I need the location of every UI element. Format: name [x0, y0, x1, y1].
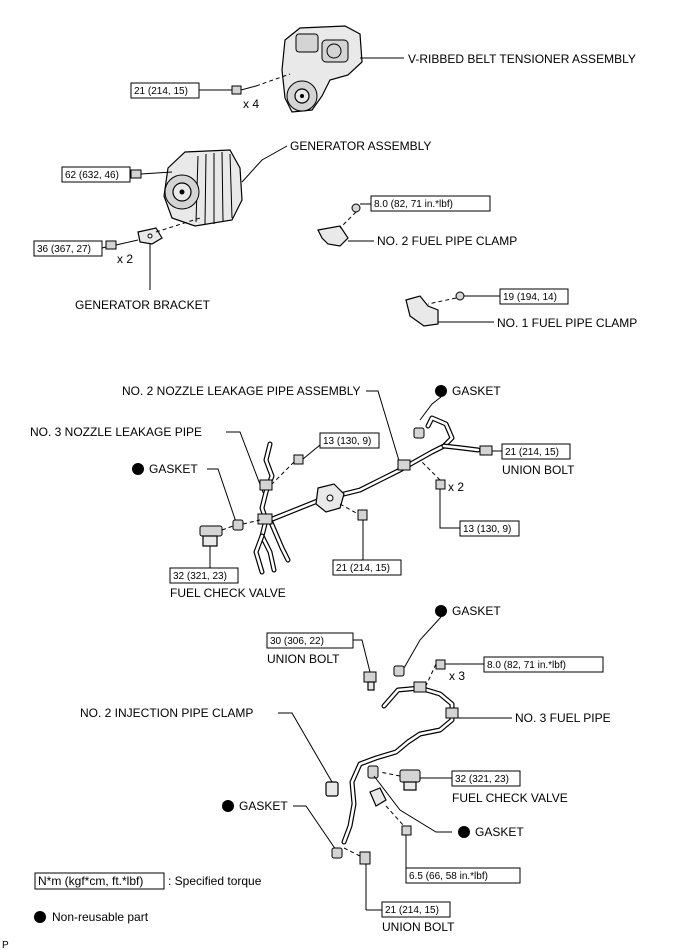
nonreusable-gasket-marker [222, 800, 234, 812]
leak-bolt-icon [419, 459, 446, 490]
torque-leak-b: 13 (130, 9) [463, 524, 511, 535]
torque-fuelpipe-clamp: 8.0 (82, 71 in.*lbf) [487, 660, 566, 671]
gasket-top-icon [413, 427, 425, 439]
torque-injection-clamp: 6.5 (66, 58 in.*lbf) [409, 871, 488, 882]
torque-box-fuelpipe-clamp [483, 656, 604, 673]
gasket-bot-left-icon [331, 847, 343, 859]
union-bolt-top-icon [479, 445, 502, 456]
generator-bolt-icon [130, 169, 173, 179]
label-union-bolt-mid: UNION BOLT [267, 652, 340, 666]
multiplier-leak: x 2 [448, 480, 464, 494]
no3-nozzle-leakage-pipe-drawing [253, 441, 291, 575]
label-no2-nozzle-leakage-pipe: NO. 2 NOZZLE LEAKAGE PIPE ASSEMBLY [122, 384, 361, 398]
tensioner-assembly-drawing [281, 25, 363, 113]
label-gasket-bot-right: GASKET [475, 825, 524, 839]
leak-a-bolt-icon [271, 454, 304, 485]
torque-check-valve-bot: 32 (321, 23) [455, 774, 509, 785]
torque-union-top: 21 (214, 15) [505, 447, 559, 458]
nonreusable-gasket-marker [435, 605, 447, 617]
label-gasket-left: GASKET [149, 462, 198, 476]
label-union-bolt-bot: UNION BOLT [382, 920, 455, 934]
label-no2-injection-pipe-clamp: NO. 2 INJECTION PIPE CLAMP [80, 706, 253, 720]
multiplier-fuelpipe: x 3 [449, 669, 465, 683]
label-generator-bracket: GENERATOR BRACKET [75, 298, 211, 312]
label-generator: GENERATOR ASSEMBLY [290, 139, 431, 153]
generator-bracket-drawing [137, 227, 163, 245]
union-bolt-mid-icon [363, 671, 377, 691]
torque-generator: 62 (632, 46) [65, 170, 119, 181]
torque-union-bot: 21 (214, 15) [385, 905, 439, 916]
label-gasket-mid: GASKET [452, 604, 501, 618]
legend-nonreusable-marker [34, 911, 46, 923]
label-gasket-bot-left: GASKET [239, 799, 288, 813]
generator-assembly-drawing [163, 149, 243, 227]
torque-box-check-valve-bot [451, 770, 521, 787]
no3-fuel-pipe-drawing [341, 681, 459, 845]
legend-torque-box [34, 872, 165, 890]
torque-clamp1: 19 (194, 14) [503, 292, 557, 303]
union-bolt-bot-icon [343, 847, 371, 865]
torque-box-generator [61, 166, 131, 183]
label-no3-nozzle-leakage-pipe: NO. 3 NOZZLE LEAKAGE PIPE [30, 425, 202, 439]
fuel-check-valve-top-drawing [199, 525, 234, 547]
torque-box-leak-a [319, 432, 380, 449]
label-gasket-top: GASKET [452, 384, 501, 398]
torque-box-injection-clamp [405, 867, 521, 884]
torque-tensioner: 21 (214, 15) [134, 86, 188, 97]
fuel-check-valve-bot-drawing [379, 769, 421, 791]
bracket-bolt-icon [105, 217, 201, 250]
legend-torque-desc: : Specified torque [168, 874, 262, 888]
torque-check-valve-top: 32 (321, 23) [173, 571, 227, 582]
torque-box-clamp1 [499, 288, 569, 305]
corner-mark: P [2, 940, 9, 951]
no2-fuel-pipe-clamp-drawing [317, 203, 361, 247]
label-no3-fuel-pipe: NO. 3 FUEL PIPE [515, 711, 611, 725]
no2-injection-pipe-clamp-drawing [325, 781, 339, 797]
legend-nonreusable: Non-reusable part [52, 910, 149, 924]
no2-nozzle-leakage-pipe-drawing [267, 415, 481, 523]
nonreusable-gasket-marker [435, 385, 447, 397]
label-fuel-check-valve-bot: FUEL CHECK VALVE [452, 791, 568, 805]
torque-leak-a: 13 (130, 9) [323, 436, 371, 447]
label-tensioner: V-RIBBED BELT TENSIONER ASSEMBLY [408, 52, 636, 66]
torque-box-bracket [33, 240, 103, 257]
injection-clamp-part-icon [369, 787, 412, 836]
multiplier-tensioner: x 4 [243, 97, 259, 111]
gasket-mid-icon [393, 665, 405, 677]
torque-box-union-top [501, 443, 571, 460]
torque-union-mid: 30 (306, 22) [270, 636, 324, 647]
label-no2-fuel-pipe-clamp: NO. 2 FUEL PIPE CLAMP [377, 234, 517, 248]
gasket-left-icon [232, 519, 261, 531]
nonreusable-gasket-marker [132, 463, 144, 475]
no1-fuel-pipe-clamp-drawing [405, 291, 465, 327]
nonreusable-gasket-marker [458, 826, 470, 838]
label-fuel-check-valve-top: FUEL CHECK VALVE [170, 586, 286, 600]
multiplier-bracket: x 2 [117, 252, 133, 266]
label-no1-fuel-pipe-clamp: NO. 1 FUEL PIPE CLAMP [497, 316, 637, 330]
torque-box-check-valve-top [169, 567, 239, 584]
torque-clamp2: 8.0 (82, 71 in.*lbf) [374, 199, 453, 210]
leak-bracket-bolt-icon [339, 503, 368, 521]
legend-torque-key: N*m (kgf*cm, ft.*lbf) [38, 874, 143, 888]
torque-bracket: 36 (367, 27) [37, 244, 91, 255]
label-union-bolt-top: UNION BOLT [502, 463, 575, 477]
torque-box-leak-c [332, 559, 402, 576]
torque-box-clamp2 [370, 195, 491, 212]
torque-leak-c: 21 (214, 15) [336, 563, 390, 574]
tensioner-bolt-icon [231, 73, 291, 95]
torque-box-leak-b [459, 520, 520, 537]
